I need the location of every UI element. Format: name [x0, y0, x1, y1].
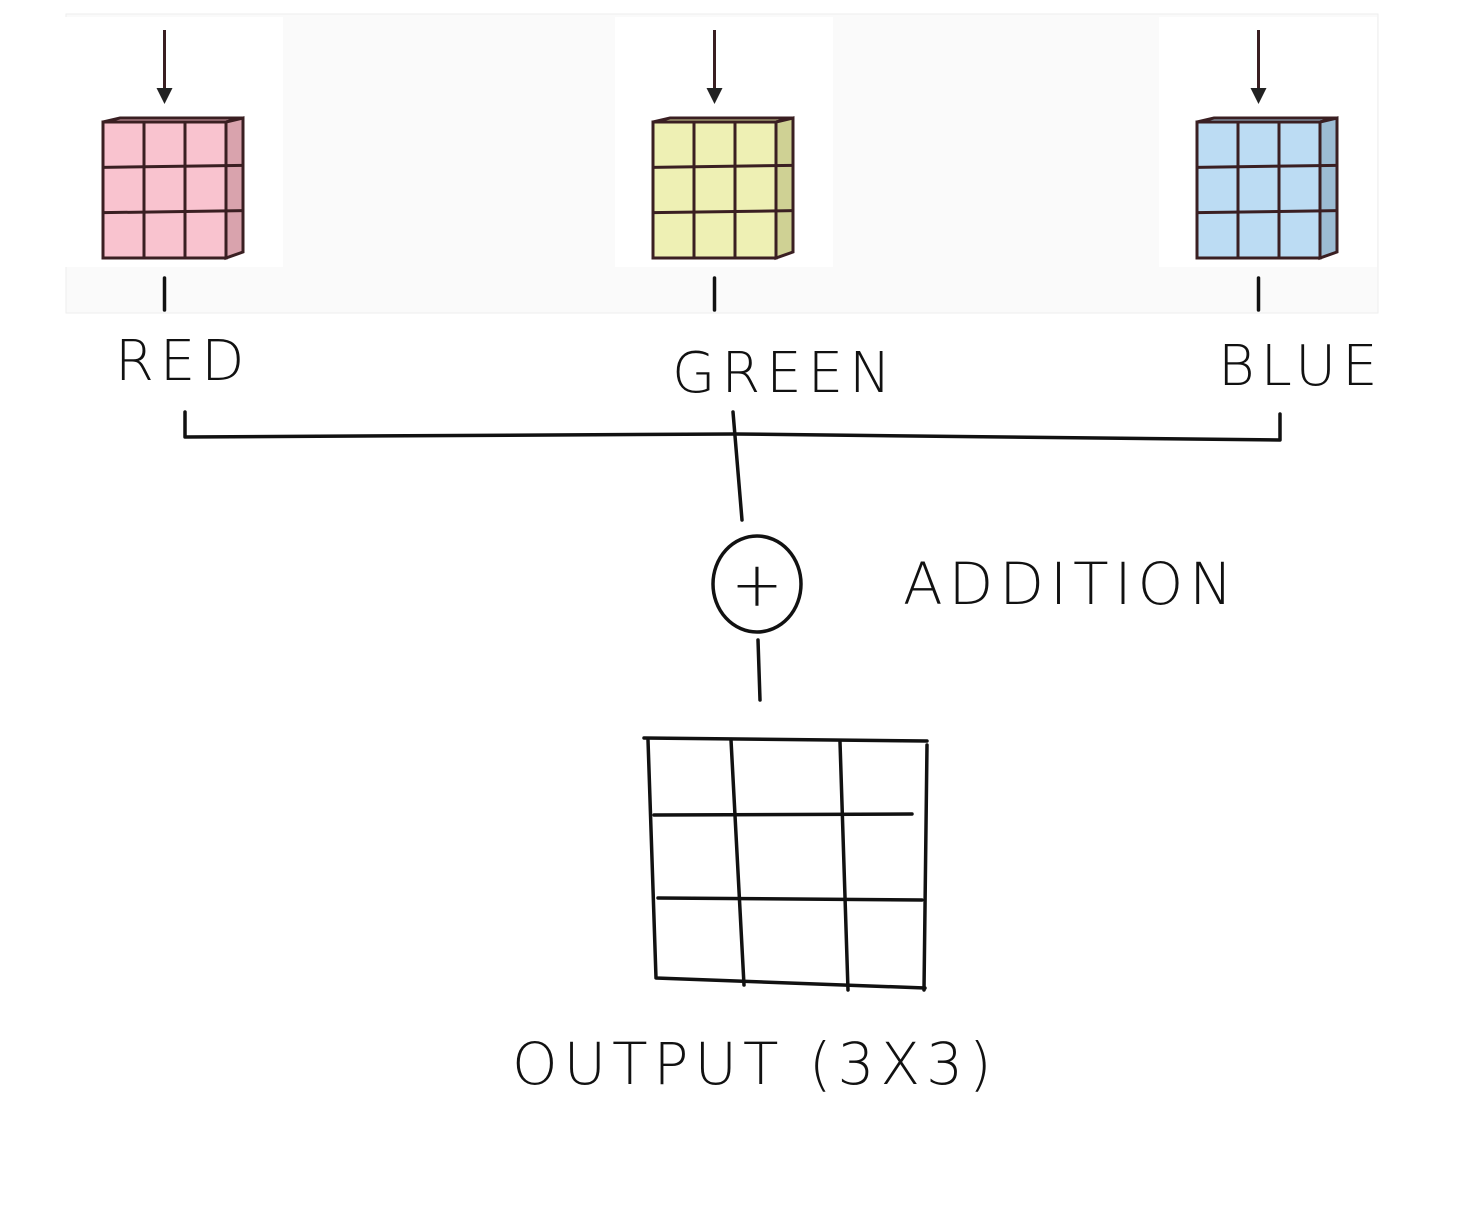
channel-label: BLUE — [1218, 334, 1383, 399]
cube-face — [651, 120, 778, 260]
cube-side — [774, 116, 795, 261]
merge-line — [731, 410, 744, 522]
addition-node-circle — [711, 534, 803, 634]
cube-face — [1195, 120, 1322, 260]
channel-blue: BLUE — [1159, 17, 1383, 399]
addition-label: ADDITION — [903, 550, 1239, 618]
arrow-head-icon — [156, 88, 173, 104]
arrow-head-icon — [706, 88, 723, 104]
arrow-head-icon — [1250, 88, 1267, 104]
output-line — [756, 638, 762, 702]
channel-red: RED — [65, 17, 283, 394]
cube-face — [101, 120, 228, 260]
channel-green: GREEN — [615, 17, 897, 406]
channel-label: GREEN — [672, 341, 897, 406]
cube-side — [1318, 116, 1339, 261]
cube-side — [224, 116, 245, 261]
output-grid — [642, 736, 929, 992]
channel-label: RED — [115, 329, 250, 394]
addition-symbol: + — [731, 548, 783, 621]
output-label: OUTPUT (3X3) — [512, 1030, 998, 1098]
